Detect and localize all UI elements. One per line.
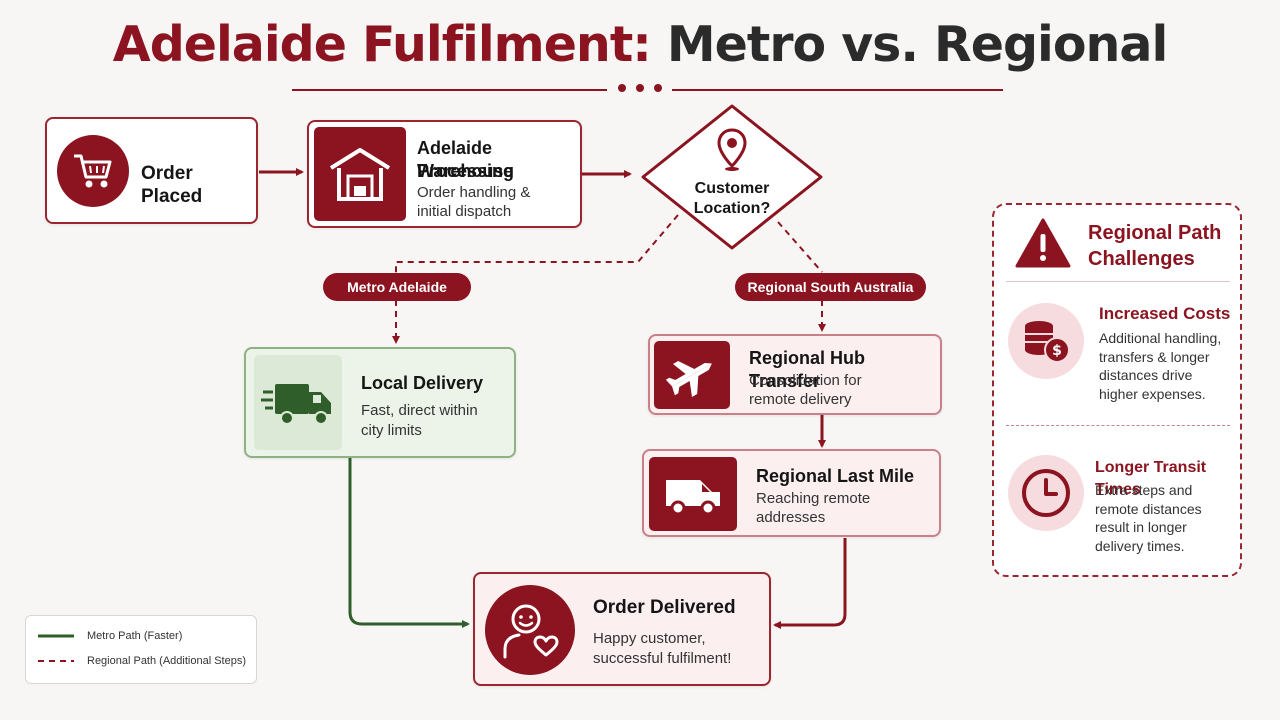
challenge-time-title: Longer Transit Times xyxy=(1095,459,1207,498)
node-warehouse: Adelaide Warehouse Processing Order hand… xyxy=(307,120,582,228)
challenge-cost-line-2: transfers & longer xyxy=(1099,349,1210,365)
decision-label-1: Customer xyxy=(694,180,770,197)
order-delivered-desc-1: Happy customer, xyxy=(593,630,706,647)
warehouse-desc-2: initial dispatch xyxy=(417,203,512,220)
challenge-time-line-3: result in longer xyxy=(1095,519,1187,535)
svg-text:$: $ xyxy=(1052,343,1062,359)
pill-regional-sa: Regional South Australia xyxy=(735,273,926,301)
legend-metro-label: Metro Path (Faster) xyxy=(87,630,183,642)
challenge-cost-line-4: higher expenses. xyxy=(1099,386,1206,402)
airplane-icon xyxy=(654,341,730,409)
pill-metro-adelaide: Metro Adelaide xyxy=(323,273,471,301)
title-part2: Metro vs. Regional xyxy=(666,16,1168,73)
clock-icon xyxy=(1008,455,1084,531)
warehouse-title-2: Processing xyxy=(417,161,515,181)
local-delivery-desc-2: city limits xyxy=(361,422,422,439)
metro-path-line xyxy=(348,458,470,628)
challenges-title-1: Regional Path xyxy=(1088,222,1222,244)
legend-regional-label: Regional Path (Additional Steps) xyxy=(87,655,246,667)
cart-icon xyxy=(57,135,129,207)
decision-diamond xyxy=(641,104,823,250)
node-order-placed: Order Placed xyxy=(45,117,258,224)
challenges-title-2: Challenges xyxy=(1088,248,1195,270)
warehouse-title-1: Adelaide Warehouse xyxy=(417,138,514,181)
location-pin-icon xyxy=(717,128,747,171)
legend-swatches xyxy=(38,634,74,662)
order-placed-title: Order Placed xyxy=(141,163,203,207)
legend: Metro Path (Faster) Regional Path (Addit… xyxy=(25,615,257,684)
challenge-cost-line-1: Additional handling, xyxy=(1099,330,1222,346)
page-title: Adelaide Fulfilment: Metro vs. Regional xyxy=(0,14,1280,76)
regional-hub-desc-1: Consolidation for xyxy=(749,372,862,389)
title-divider xyxy=(292,84,1003,92)
coins-icon: $ xyxy=(1008,303,1084,379)
challenge-time-line-4: delivery times. xyxy=(1095,538,1185,554)
challenge-time-line-1: Extra steps and xyxy=(1095,482,1193,498)
dashed-to-metro xyxy=(395,214,679,273)
regional-path-line xyxy=(773,538,847,629)
regional-hub-title: Regional Hub Transfer xyxy=(749,348,865,391)
title-part1: Adelaide Fulfilment: xyxy=(112,16,652,73)
warning-icon xyxy=(1015,218,1071,268)
node-regional-last-mile: Regional Last Mile Reaching remote addre… xyxy=(642,449,941,537)
node-order-delivered: Order Delivered Happy customer, successf… xyxy=(473,572,771,686)
local-delivery-title: Local Delivery xyxy=(361,373,484,393)
order-delivered-title: Order Delivered xyxy=(593,597,736,618)
challenges-divider-top xyxy=(1006,281,1230,282)
challenge-cost-line-3: distances drive xyxy=(1099,367,1193,383)
delivery-truck-icon xyxy=(254,355,342,450)
node-regional-hub: Regional Hub Transfer Consolidation for … xyxy=(648,334,942,415)
node-local-delivery: Local Delivery Fast, direct within city … xyxy=(244,347,516,458)
challenges-panel: Regional Path Challenges $ Increased Cos… xyxy=(992,203,1242,577)
local-delivery-desc-1: Fast, direct within xyxy=(361,402,478,419)
regional-last-mile-title: Regional Last Mile xyxy=(756,466,915,486)
regional-last-mile-desc-2: addresses xyxy=(756,509,826,526)
decision-label-2: Location? xyxy=(693,200,771,217)
challenges-divider-mid xyxy=(1006,425,1230,426)
order-delivered-desc-2: successful fulfilment! xyxy=(593,650,732,667)
challenge-time-line-2: remote distances xyxy=(1095,501,1202,517)
van-icon xyxy=(649,457,737,531)
regional-hub-desc-2: remote delivery xyxy=(749,391,852,408)
warehouse-icon xyxy=(314,127,406,221)
happy-customer-icon xyxy=(485,585,575,675)
regional-last-mile-desc-1: Reaching remote xyxy=(756,490,871,507)
dashed-to-regional xyxy=(777,221,823,273)
challenge-cost-title: Increased Costs xyxy=(1099,304,1231,323)
warehouse-desc-1: Order handling & xyxy=(417,184,531,201)
